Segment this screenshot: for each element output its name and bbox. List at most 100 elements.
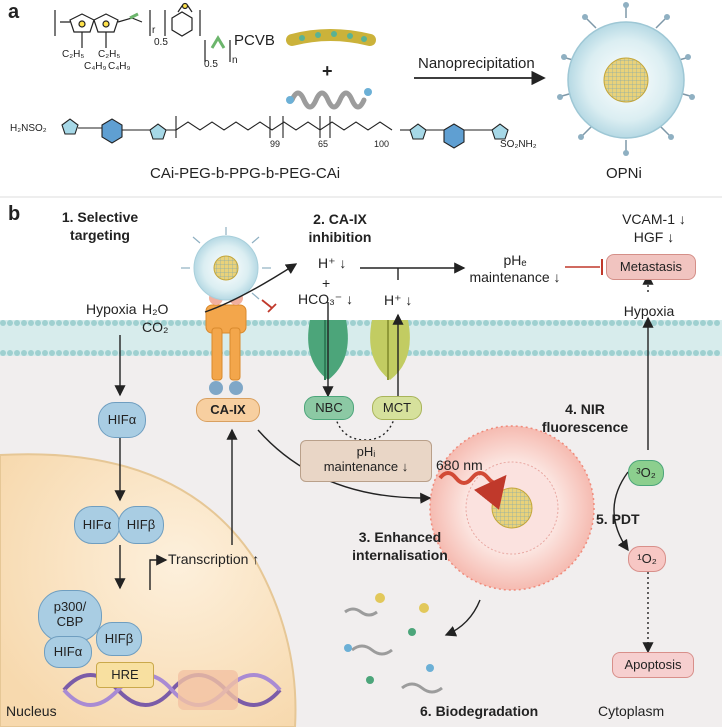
lipid-head [301,320,307,326]
phi-line2: maintenance ↓ [323,459,409,474]
lipid-head [469,350,475,356]
hco3-label: HCO₃⁻ ↓ [298,291,354,307]
lipid-head [630,350,636,356]
lipid-head [154,350,160,356]
lipid-head [469,320,475,326]
lipid-head [497,320,503,326]
lipid-head [189,320,195,326]
hypoxia-right: Hypoxia [623,303,675,319]
lipid-head [350,350,356,356]
lipid-head [21,350,27,356]
lipid-head [525,320,531,326]
lipid-head [252,320,258,326]
pcvb-label: PCVB [234,32,275,49]
lipid-head [280,320,286,326]
step2-line2: inhibition [308,229,372,245]
step3-line1: 3. Enhanced [358,529,442,545]
lipid-head [189,350,195,356]
lipid-head [161,320,167,326]
plus-symbol: + [322,275,331,291]
lipid-head [518,350,524,356]
lipid-head [651,350,657,356]
lipid-head [462,320,468,326]
lipid-head [427,350,433,356]
lipid-head [672,350,678,356]
left-end-group: H₂NSO₂ [10,123,47,134]
lipid-head [154,320,160,326]
lipid-head [539,320,545,326]
lipid-head [70,320,76,326]
lipid-head [434,320,440,326]
copolymer-label: CAi-PEG-b-PPG-b-PEG-CAi [150,165,341,182]
lipid-head [56,350,62,356]
lipid-head [609,350,615,356]
lipid-head [413,320,419,326]
repeat-ratio-2: 0.5 [204,59,218,70]
hif-alpha-dimer: HIFα [74,506,120,544]
lipid-head [98,350,104,356]
lipid-head [168,350,174,356]
lipid-head [511,320,517,326]
lipid-head [553,320,559,326]
hif-alpha-complex: HIFα [44,636,92,668]
lipid-head [105,350,111,356]
pcvb-structure [54,2,231,62]
lipid-head [504,320,510,326]
lipid-head [567,350,573,356]
hre-box: HRE [96,662,154,688]
hif-beta-complex: HIFβ [96,622,142,656]
lipid-head [350,320,356,326]
lipid-head [126,320,132,326]
lipid-head [616,320,622,326]
lipid-head [70,350,76,356]
panel-b-label: b [8,203,21,225]
mct-label: MCT [372,396,422,420]
nucleus-label: Nucleus [6,703,57,719]
lipid-head [203,350,209,356]
lipid-head [539,350,545,356]
lipid-head [112,320,118,326]
nanoprecipitation-label: Nanoprecipitation [418,55,535,72]
hif-alpha-node: HIFα [98,402,146,438]
h-plus-mct: H⁺ ↓ [384,292,413,308]
lipid-head [266,350,272,356]
singlet-o2: ¹O₂ [628,546,666,572]
lipid-head [455,350,461,356]
lipid-head [434,350,440,356]
lipid-head [441,350,447,356]
lipid-head [287,350,293,356]
lipid-head [483,320,489,326]
lipid-head [0,320,6,326]
lipid-head [364,350,370,356]
step1-line2: targeting [70,227,130,243]
side-chain-mid: C₄H₉ [84,61,107,72]
lipid-head [140,350,146,356]
lipid-head [140,320,146,326]
lipid-head [84,350,90,356]
copolymer-structure [61,116,509,149]
lipid-head [567,320,573,326]
lipid-head [497,350,503,356]
lipid-head [77,350,83,356]
step6-label: 6. Biodegradation [420,703,539,719]
repeat-ratio-1: 0.5 [154,37,168,48]
lipid-head [126,350,132,356]
lipid-head [448,320,454,326]
lipid-head [21,320,27,326]
lipid-head [294,350,300,356]
lipid-head [0,350,6,356]
nbc-label: NBC [304,396,354,420]
lipid-head [693,320,699,326]
side-chain-top: C₂H₅ [62,49,85,60]
lipid-head [182,350,188,356]
lipid-head [259,320,265,326]
pcvb-cartoon [286,29,376,46]
lipid-head [105,320,111,326]
lipid-head [476,320,482,326]
lipid-head [35,320,41,326]
lipid-head [686,350,692,356]
lipid-head [42,320,48,326]
lipid-head [525,350,531,356]
step2-line1: 2. CA-IX [313,211,367,227]
lipid-head [693,350,699,356]
